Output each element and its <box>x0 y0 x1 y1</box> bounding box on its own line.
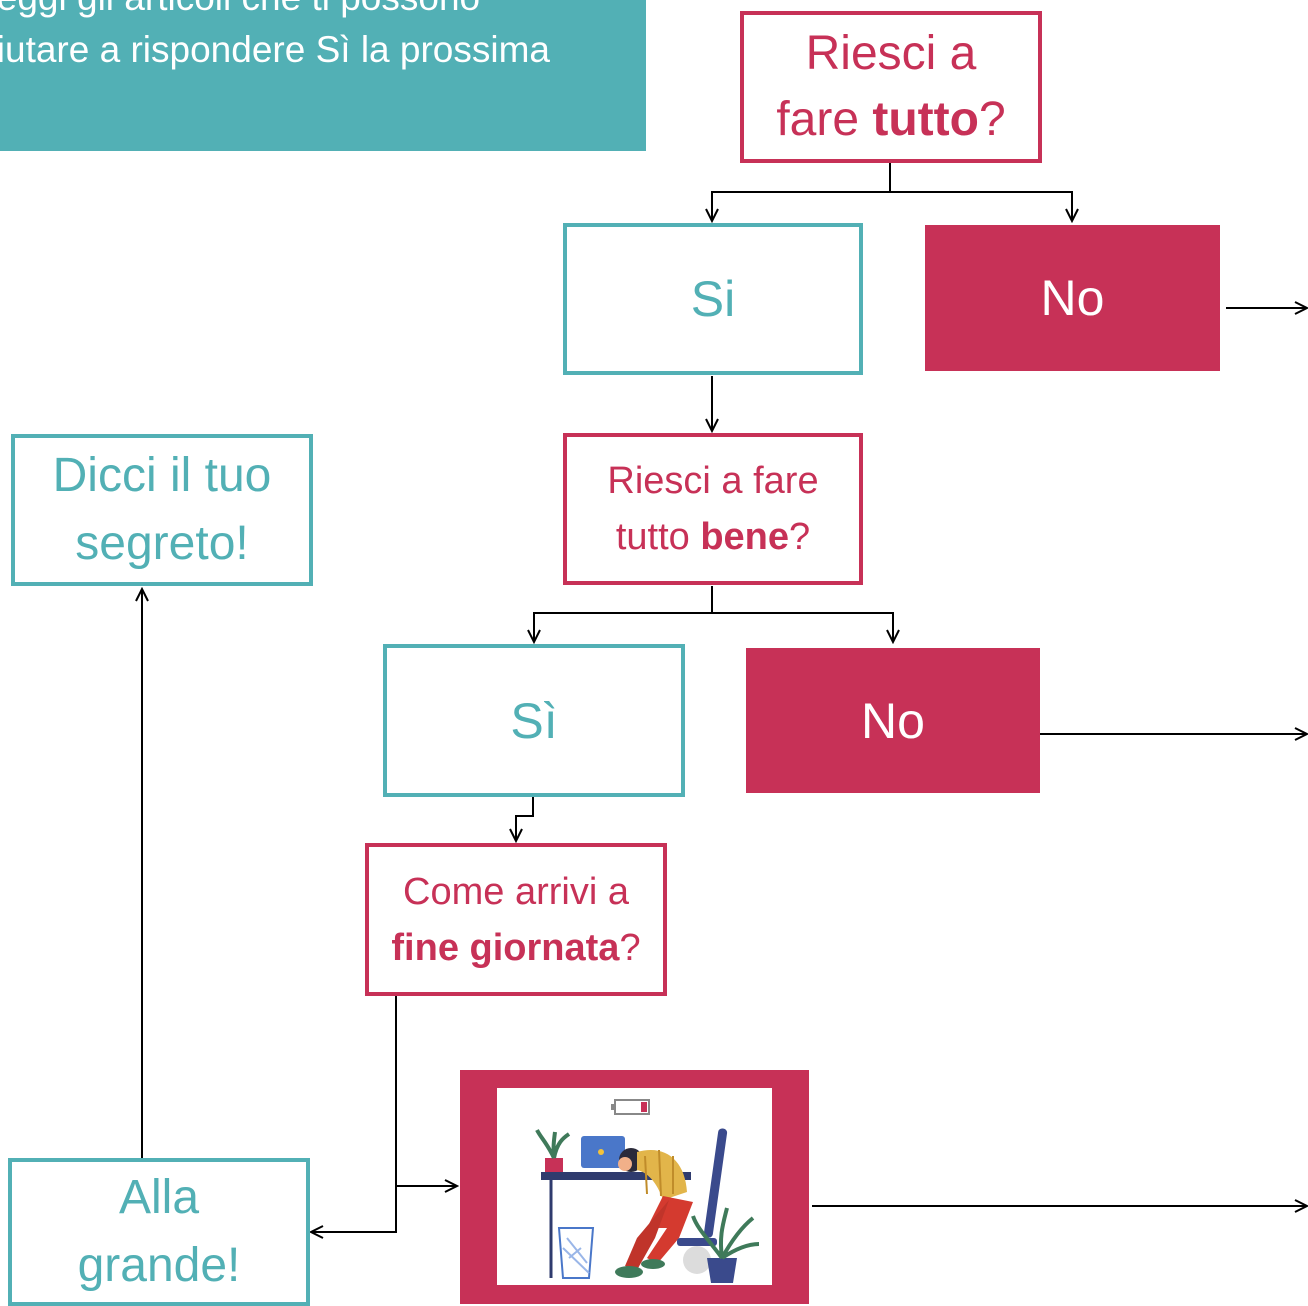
answer-no-2-label: No <box>861 692 925 749</box>
answer-no-1-label: No <box>1040 270 1105 326</box>
answer-yes-1-label: Si <box>690 271 736 327</box>
low-battery-icon <box>611 1099 650 1115</box>
exhausted-at-desk-illustration <box>497 1088 772 1285</box>
answer-no-1: No <box>925 225 1220 371</box>
connector-yes2-q3 <box>516 797 534 840</box>
connector-q3-branch <box>312 996 397 1232</box>
great-line-2: grande! <box>77 1239 241 1292</box>
q1-line-1: Riesci a <box>805 27 977 80</box>
q3-line-2: fine giornata? <box>391 926 641 969</box>
answer-yes-1: Si <box>563 223 863 375</box>
intro-line-1: Leggi gli articoli che ti possono <box>0 0 550 24</box>
tell-us-your-secret: Dicci il tuo segreto! <box>11 434 313 586</box>
answer-yes-2-label: Sì <box>510 692 558 749</box>
answer-great: Alla grande! <box>8 1158 310 1306</box>
question-do-everything: Riesci a fare tutto? <box>740 11 1042 163</box>
connector-q1-split <box>712 163 891 220</box>
q2-line-1: Riesci a fare <box>607 460 819 502</box>
connector-q1-no <box>890 191 1072 220</box>
intro-text: Leggi gli articoli che ti possono aiutar… <box>0 0 550 76</box>
question-do-everything-well: Riesci a fare tutto bene? <box>563 433 863 585</box>
secret-line-2: segreto! <box>75 517 249 570</box>
exhausted-worker-icon <box>535 1099 760 1283</box>
secret-line-1: Dicci il tuo <box>52 449 272 502</box>
great-line-1: Alla <box>118 1171 200 1224</box>
intro-banner: Leggi gli articoli che ti possono aiutar… <box>0 0 646 151</box>
answer-no-2: No <box>746 648 1040 793</box>
connector-q2-no <box>712 612 893 641</box>
q2-line-2: tutto bene? <box>615 516 811 558</box>
connector-q2-split <box>534 586 713 641</box>
intro-line-2: aiutare a rispondere Sì la prossima <box>0 29 550 70</box>
exhausted-illustration-frame <box>460 1070 809 1304</box>
question-end-of-day: Come arrivi a fine giornata? <box>365 843 667 996</box>
q3-line-1: Come arrivi a <box>403 870 629 913</box>
q1-line-2: fare tutto? <box>776 93 1006 146</box>
answer-yes-2: Sì <box>383 644 685 797</box>
